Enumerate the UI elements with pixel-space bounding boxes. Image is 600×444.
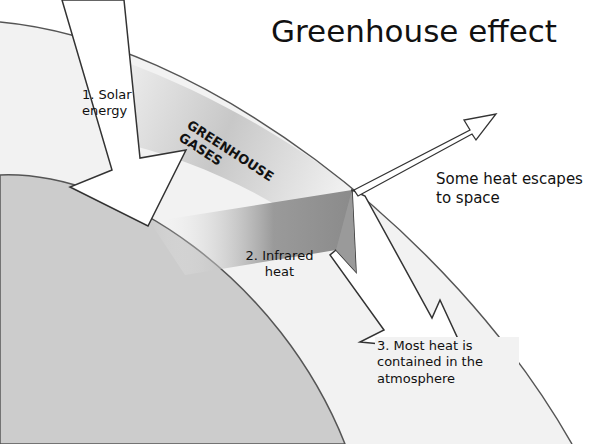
escape-label: Some heat escapes to space [436,170,596,208]
title: Greenhouse effect [271,12,557,51]
contained-heat-arrow [330,190,464,352]
solar-arrow [62,0,186,226]
contained-label: 3. Most heat is contained in the atmosph… [375,337,519,388]
atmosphere-band [0,22,572,444]
solar-label: 1. Solar energy [82,87,160,120]
atmosphere-edge [0,22,572,444]
arrow-shadow [336,190,356,272]
infrared-label: 2. Infrared heat [232,248,327,281]
